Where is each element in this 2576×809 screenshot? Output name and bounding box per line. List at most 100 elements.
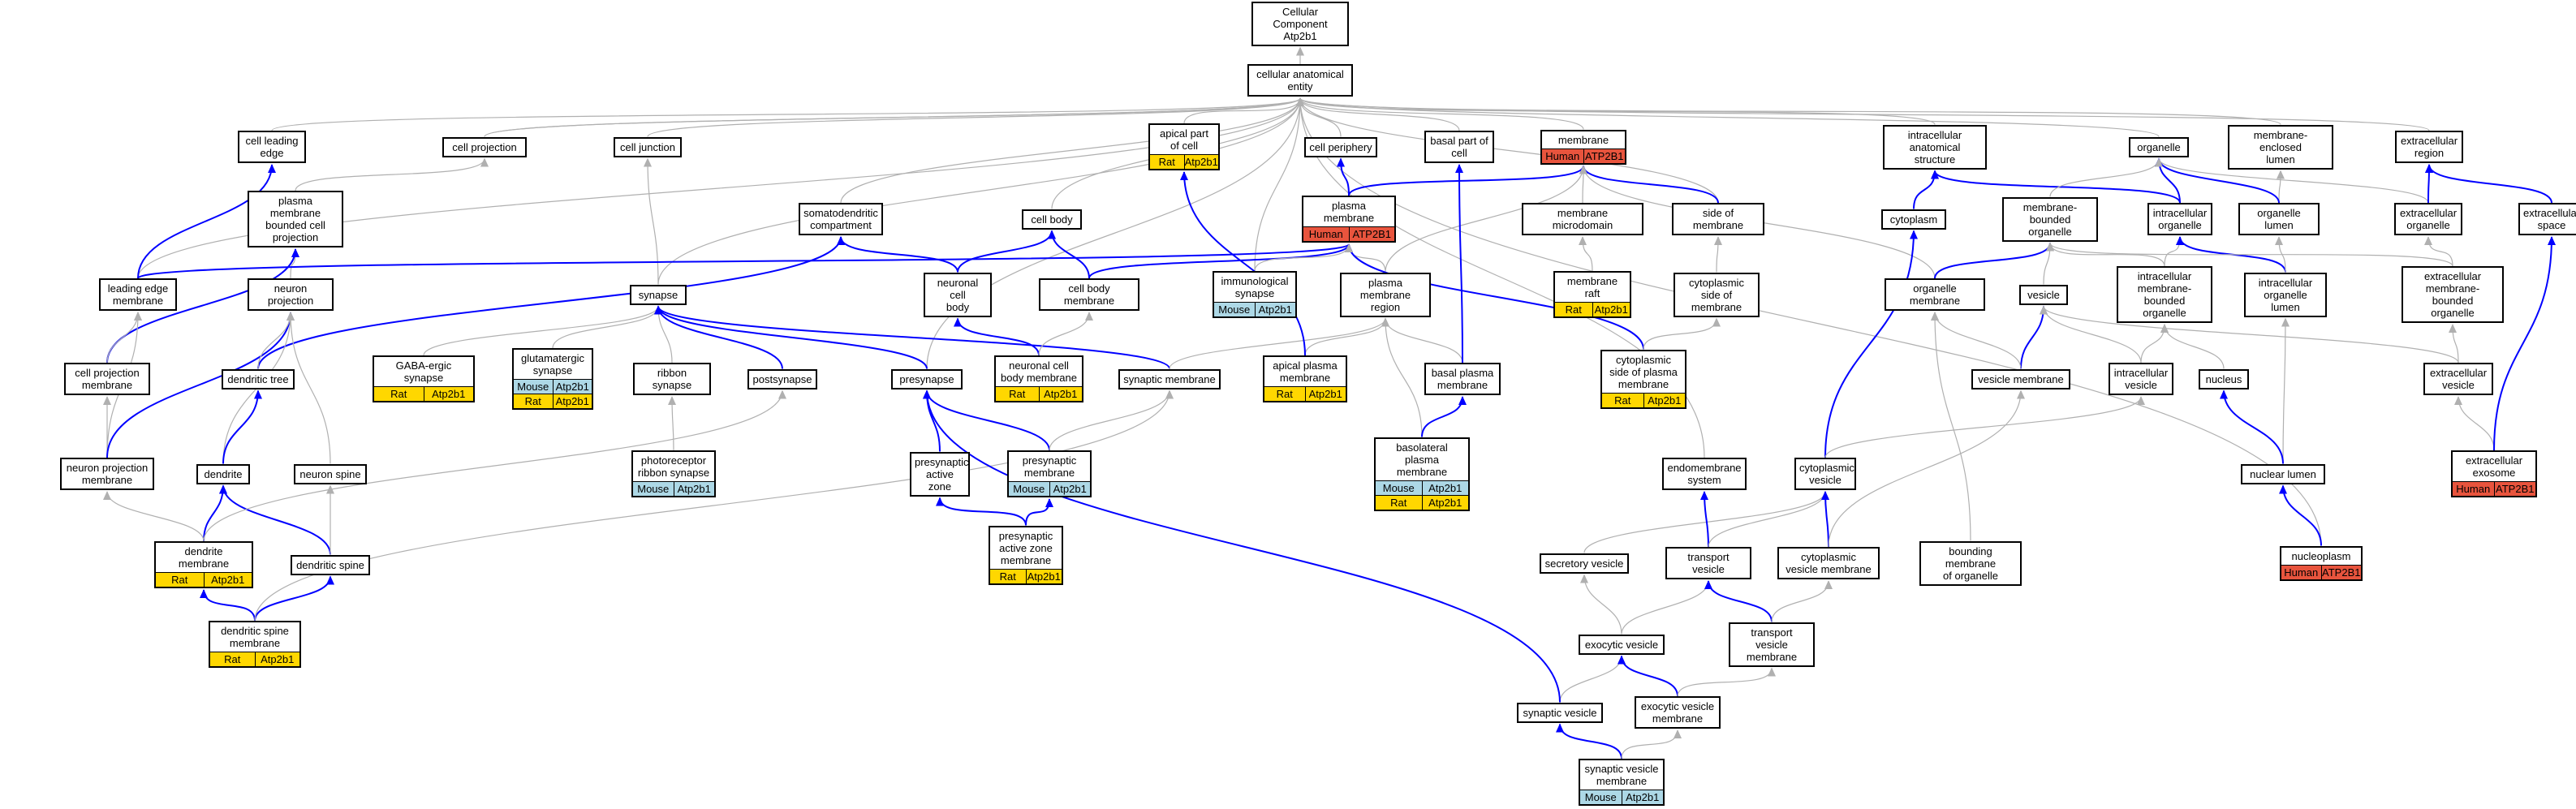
node-label: leading edge membrane [107,282,169,307]
edge-csom-to-som [1713,236,1722,273]
node-label: plasma membrane [1323,200,1375,224]
node-label: synaptic vesicle membrane [1584,763,1659,787]
gene-tag: Atp2b1 [552,394,592,408]
edge-cytv-to-iv [1824,396,2145,458]
node-label: intracellular vesicle [2113,367,2169,391]
edge-bpm-to-basal [1455,164,1464,364]
edge-basal-to-cae [1296,97,1460,131]
node-label: intracellular organelle lumen [2258,276,2313,313]
node-cytoplasm: cytoplasm [1881,209,1946,230]
edge-dspine-to-dendrite [219,484,331,555]
node-label: neuronal cell body [937,276,979,313]
edge-io-to-ias [1931,170,2181,204]
node-label: cell body membrane [1063,282,1115,307]
node-synapse: synapse [630,284,687,305]
edge-dtree-to-nproj [257,312,295,369]
edge-pmr-to-pm [1345,243,1386,273]
node-bpm: basal plasma membrane [1424,363,1501,395]
node-nspine: neuron spine [294,463,367,484]
edge-dtree-to-sdc [257,236,845,369]
node-som: side of membrane [1672,203,1764,235]
species-tag: Human [1542,148,1583,163]
node-label: basolateral plasma membrane [1396,441,1448,478]
edge-synvm-to-synv [1556,723,1622,760]
node-label: photoreceptor ribbon synapse [637,454,710,479]
edge-lem-to-pm [137,243,1353,279]
node-dspine: dendritic spine [291,554,370,575]
gene-tag: ATP2B1 [2320,565,2361,579]
node-label: membrane-bounded organelle [2022,200,2078,238]
node-ecs: extracellular space [2518,203,2576,235]
node-synmem: synaptic membrane [1118,368,1221,389]
node-label: neuron projection [267,282,314,307]
node-cbody: cell body [1022,209,1082,230]
edge-tvm-to-cvm [1771,580,1833,622]
species-tag: Human [2453,482,2494,496]
node-root: Cellular Component Atp2b1 [1251,1,1349,46]
node-label: basal plasma membrane [1431,367,1494,391]
gene-tag: Atp2b1 [673,482,714,496]
node-label: extracellular organelle [2399,207,2458,231]
edge-apm-to-pmr [1304,317,1389,356]
edge-pm-to-membrane [1348,165,1587,196]
node-cbm: cell body membrane [1039,278,1139,311]
node-label: basal part of cell [1430,135,1488,159]
edge-nlumen-to-nucleus [2220,389,2284,464]
species-tag: Rat [1264,387,1305,401]
node-label: extracellular region [2400,135,2458,159]
edge-ecv-to-embo [2449,324,2459,364]
edge-blpm-to-bpm [1421,396,1467,437]
gene-tag: Atp2b1 [1254,303,1295,316]
edge-blpm-to-pmr [1381,317,1423,437]
node-label: cytoplasm [1889,213,1938,226]
node-label: apical part of cell [1160,127,1208,152]
node-label: cell periphery [1309,140,1372,153]
node-omem: organelle membrane [1885,278,1985,311]
edge-ncb-to-sdc [837,236,958,273]
edge-pmbcp-to-cproj [295,157,489,191]
node-label: cytoplasmic vesicle membrane [1786,551,1872,575]
species-tag: Mouse [1580,790,1622,804]
node-label: exocytic vesicle membrane [1640,700,1715,725]
node-label: plasma membrane region [1359,276,1411,313]
edge-lem-to-cae [137,97,1304,279]
node-ncb: neuronal cell body [924,272,992,317]
edge-synvm-to-exovm [1621,729,1682,760]
node-tvm: transport vesicle membrane [1729,622,1815,667]
node-iol: intracellular organelle lumen [2244,272,2327,317]
node-pmr: plasma membrane region [1340,272,1431,317]
node-label: glutamatergic synapse [520,352,585,377]
edge-cproj-to-cae [484,97,1304,138]
edge-ncbm-to-ncb [954,317,1040,356]
edge-exosome-to-ecs [2493,236,2556,451]
node-label: cellular anatomical entity [1256,68,1344,93]
edge-npm-to-nproj [106,312,295,458]
node-label: cytoplasmic vesicle [1799,462,1854,486]
node-label: cytoplasmic side of membrane [1689,276,1744,313]
edge-dsm-to-dmem [200,589,256,622]
node-synv: synaptic vesicle [1517,702,1603,723]
node-bmo: bounding membrane of organelle [1919,540,2022,586]
species-tag: Human [2281,565,2321,579]
node-embo: extracellular membrane-bounded organelle [2402,266,2504,323]
edge-pmr-to-membrane [1385,165,1587,273]
node-label: extracellular membrane-bounded organelle [2423,270,2482,319]
edge-organelle-to-cae [1296,97,2160,138]
node-npm: neuron projection membrane [60,458,154,490]
species-tag: Mouse [1376,480,1422,495]
edge-som-to-cae [1296,97,1719,204]
gene-tag: Atp2b1 [423,387,473,401]
edge-iv-to-imbo [2140,324,2169,364]
node-label: nuclear lumen [2250,467,2316,480]
